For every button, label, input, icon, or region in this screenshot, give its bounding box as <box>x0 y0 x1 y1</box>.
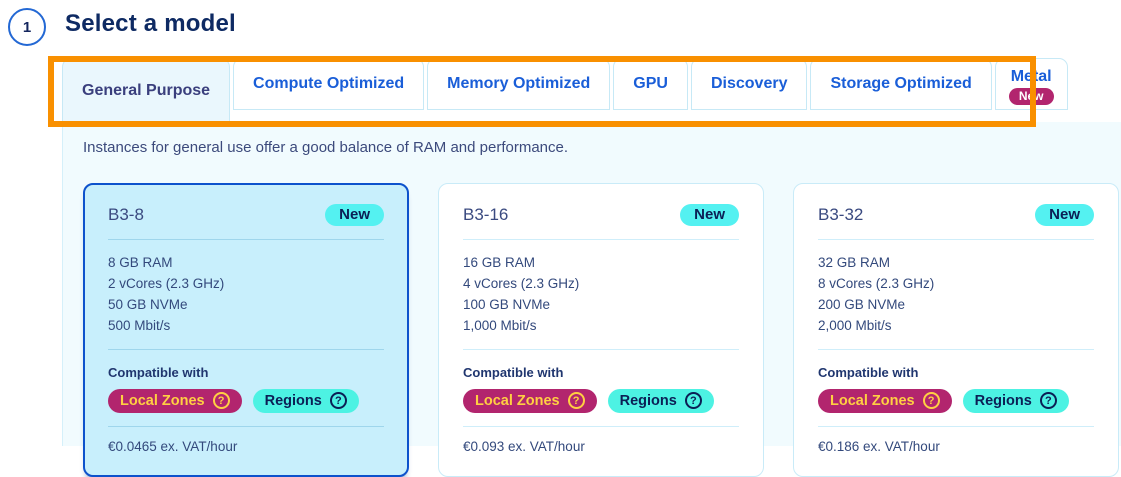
tab-memory-optimized[interactable]: Memory Optimized <box>427 58 611 110</box>
spec-ram: 8 GB RAM <box>108 255 173 270</box>
model-category-tabs: General Purpose Compute Optimized Memory… <box>62 58 1068 122</box>
local-zones-help-icon[interactable]: ? <box>212 392 230 409</box>
step-indicator: 1 <box>8 8 46 46</box>
model-card-b3-32[interactable]: B3-32 New 32 GB RAM 8 vCores (2.3 GHz) 2… <box>793 183 1119 477</box>
tab-compute-optimized[interactable]: Compute Optimized <box>233 58 425 110</box>
tab-metal-new-badge: New <box>1008 87 1054 105</box>
divider <box>818 349 1094 350</box>
spec-vcores: 2 vCores (2.3 GHz) <box>108 276 225 291</box>
regions-label: Regions <box>264 392 322 409</box>
regions-help-icon[interactable]: ? <box>1039 392 1057 409</box>
new-badge: New <box>325 204 384 226</box>
compatible-with-label: Compatible with <box>463 365 564 380</box>
divider <box>818 239 1094 240</box>
spec-vcores: 4 vCores (2.3 GHz) <box>463 276 580 291</box>
tab-metal-label: Metal <box>1010 67 1052 85</box>
tab-general-purpose[interactable]: General Purpose <box>62 58 231 122</box>
divider <box>108 349 384 350</box>
compatible-with-label: Compatible with <box>818 365 919 380</box>
local-zones-badge: Local Zones ? <box>463 389 597 413</box>
price: €0.0465 ex. VAT/hour <box>108 439 238 454</box>
tab-metal[interactable]: Metal New <box>994 58 1068 110</box>
spec-storage: 200 GB NVMe <box>818 297 906 312</box>
card-header: B3-32 New <box>818 204 1094 226</box>
spec-bandwidth: 2,000 Mbit/s <box>818 318 892 333</box>
regions-label: Regions <box>974 392 1032 409</box>
divider <box>818 426 1094 427</box>
local-zones-badge: Local Zones ? <box>818 389 952 413</box>
model-cards-row: B3-8 New 8 GB RAM 2 vCores (2.3 GHz) 50 … <box>83 183 1119 477</box>
divider <box>463 426 739 427</box>
spec-vcores: 8 vCores (2.3 GHz) <box>818 276 935 291</box>
regions-help-icon[interactable]: ? <box>329 392 347 409</box>
price: €0.186 ex. VAT/hour <box>818 439 940 454</box>
regions-badge: Regions ? <box>962 389 1069 413</box>
compatible-with-label: Compatible with <box>108 365 209 380</box>
local-zones-help-icon[interactable]: ? <box>567 392 585 409</box>
compatibility-badges: Local Zones ? Regions ? <box>463 389 739 413</box>
divider <box>463 349 739 350</box>
model-name: B3-16 <box>463 205 509 224</box>
tab-discovery[interactable]: Discovery <box>690 58 808 110</box>
page-title: Select a model <box>65 10 236 37</box>
model-card-b3-8[interactable]: B3-8 New 8 GB RAM 2 vCores (2.3 GHz) 50 … <box>83 183 409 477</box>
tab-panel: Instances for general use offer a good b… <box>62 122 1121 477</box>
spec-storage: 50 GB NVMe <box>108 297 188 312</box>
local-zones-label: Local Zones <box>830 392 915 409</box>
local-zones-label: Local Zones <box>120 392 205 409</box>
local-zones-help-icon[interactable]: ? <box>922 392 940 409</box>
spec-ram: 32 GB RAM <box>818 255 891 270</box>
model-name: B3-8 <box>108 205 144 224</box>
spec-bandwidth: 500 Mbit/s <box>108 318 171 333</box>
tab-gpu[interactable]: GPU <box>613 58 688 110</box>
divider <box>108 239 384 240</box>
divider <box>108 426 384 427</box>
divider <box>463 239 739 240</box>
tab-panel-description: Instances for general use offer a good b… <box>83 139 569 156</box>
local-zones-label: Local Zones <box>475 392 560 409</box>
tab-storage-optimized[interactable]: Storage Optimized <box>810 58 992 110</box>
new-badge: New <box>680 204 739 226</box>
step-number: 1 <box>22 18 32 36</box>
regions-badge: Regions ? <box>607 389 714 413</box>
model-name: B3-32 <box>818 205 864 224</box>
spec-ram: 16 GB RAM <box>463 255 536 270</box>
regions-help-icon[interactable]: ? <box>684 392 702 409</box>
card-header: B3-16 New <box>463 204 739 226</box>
regions-label: Regions <box>619 392 677 409</box>
compatibility-badges: Local Zones ? Regions ? <box>818 389 1094 413</box>
spec-storage: 100 GB NVMe <box>463 297 551 312</box>
price: €0.093 ex. VAT/hour <box>463 439 585 454</box>
card-header: B3-8 New <box>108 204 384 226</box>
model-card-b3-16[interactable]: B3-16 New 16 GB RAM 4 vCores (2.3 GHz) 1… <box>438 183 764 477</box>
compatibility-badges: Local Zones ? Regions ? <box>108 389 384 413</box>
local-zones-badge: Local Zones ? <box>108 389 242 413</box>
regions-badge: Regions ? <box>252 389 359 413</box>
new-badge: New <box>1035 204 1094 226</box>
spec-bandwidth: 1,000 Mbit/s <box>463 318 537 333</box>
